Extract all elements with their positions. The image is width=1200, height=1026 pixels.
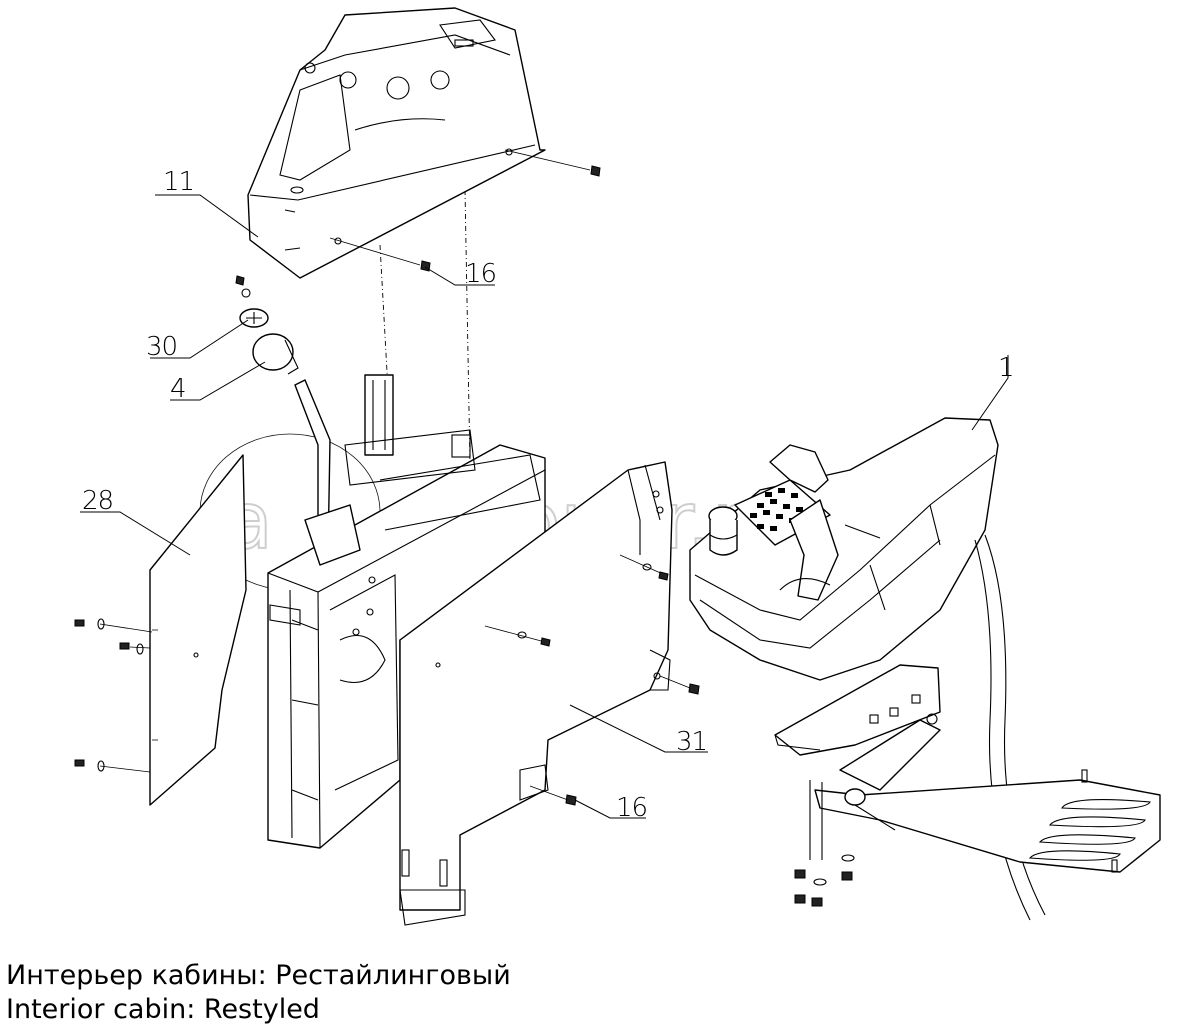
footrest-bracket [774,664,1161,907]
part-1-armrest-console [689,417,1046,921]
callout-30: 30 [146,332,177,362]
caption-russian: Интерьер кабины: Рестайлинговый [6,960,511,991]
callout-16-bottom: 16 [616,793,647,823]
callout-31: 31 [676,727,707,757]
callout-4: 4 [170,374,186,404]
caption-english: Interior cabin: Restyled [6,994,320,1025]
callout-28: 28 [82,486,113,516]
part-28-side-panel [74,454,247,806]
axis-lines [379,189,471,466]
callout-1: 1 [998,353,1014,383]
leader-lines [80,194,1009,819]
part-11-upper-console [247,7,546,279]
part-31-front-panel [399,461,700,926]
part-4-knob [252,333,299,375]
exploded-parts-drawing: a autopitr.ru [74,7,1161,926]
callout-11: 11 [163,167,194,197]
part-30-retainer [235,275,269,328]
central-frame [267,374,546,849]
callout-16-top: 16 [465,259,496,289]
